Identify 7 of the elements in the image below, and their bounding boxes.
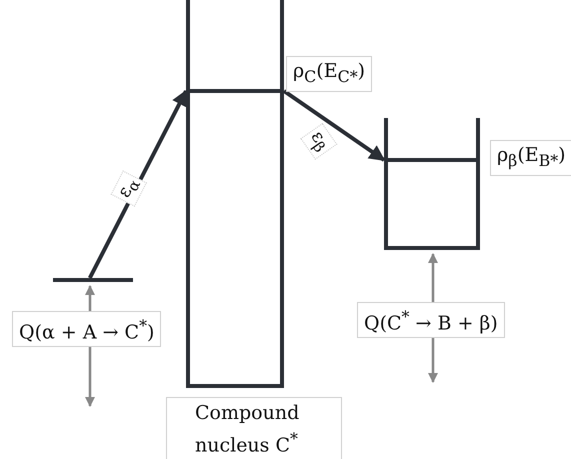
q-value-label: Q(C$^{*}$ → B + β) [357, 302, 505, 338]
q-value-label: Q(α + A → C$^{*}$) [12, 311, 162, 348]
well-caption: Compound nucleus C$^{*}$ [166, 397, 342, 459]
level-density-label: ρ$_{β}$(E$_{B*}$) [490, 140, 571, 176]
arrow [88, 90, 188, 279]
level-density-label: ρ$_{C}$(E$_{C*}$) [286, 56, 372, 92]
arrow [282, 89, 386, 162]
